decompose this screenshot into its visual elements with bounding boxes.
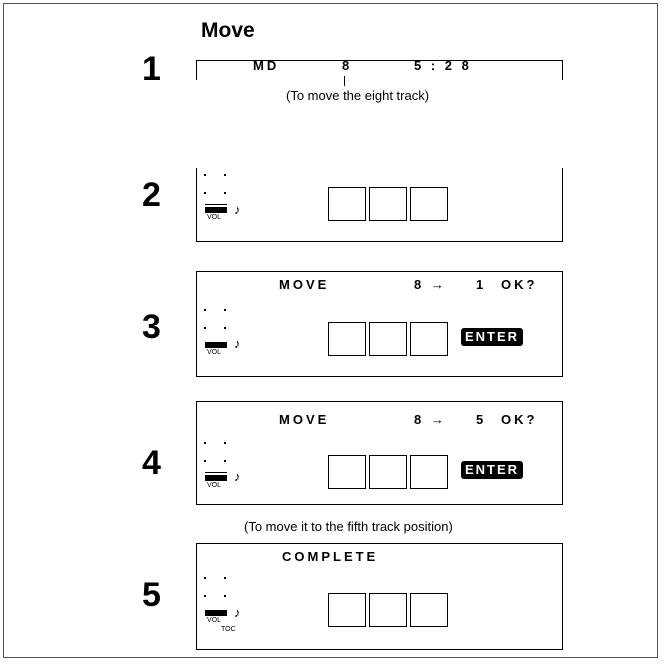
lcd-dot <box>204 460 206 462</box>
volume-line <box>205 204 227 205</box>
step-4-caption: (To move it to the fifth track position) <box>244 519 453 534</box>
track-boxes <box>328 455 452 491</box>
vol-label: VOL <box>207 482 222 489</box>
lcd-ok: OK? <box>501 277 538 292</box>
track-box <box>410 593 448 627</box>
track-box <box>369 455 407 489</box>
lcd-time: 5 : 2 8 <box>414 58 472 73</box>
lcd-track: 8 <box>342 58 353 73</box>
step-2-number: 2 <box>142 176 161 214</box>
page-title: Move <box>201 19 255 42</box>
track-box <box>410 187 448 221</box>
page-frame <box>3 3 658 658</box>
track-boxes <box>328 593 452 629</box>
lcd-dot <box>204 442 206 444</box>
enter-button: ENTER <box>461 328 524 346</box>
pointer-line <box>344 76 345 86</box>
lcd-text: MOVE <box>279 412 330 427</box>
track-box <box>328 455 366 489</box>
music-note-icon: ♪ <box>234 605 241 620</box>
step-4-display: MOVE 8 → 5 OK? VOL ♪ ENTER <box>196 401 563 505</box>
step-1-number: 1 <box>142 50 161 88</box>
step-2-display: VOL ♪ <box>196 168 563 242</box>
toc-label: TOC <box>221 626 236 633</box>
step-1-caption: (To move the eight track) <box>286 88 430 103</box>
step-3-display: MOVE 8 → 1 OK? VOL ♪ ENTER <box>196 271 563 377</box>
lcd-target: 1 <box>476 277 487 292</box>
lcd-dot <box>204 577 206 579</box>
track-box <box>369 593 407 627</box>
track-box <box>328 593 366 627</box>
lcd-dot <box>224 595 226 597</box>
volume-bar <box>205 610 227 616</box>
lcd-dot <box>204 327 206 329</box>
step-1-display: MD 8 5 : 2 8 <box>196 58 563 80</box>
lcd-move: 8 → <box>414 412 447 427</box>
lcd-dot <box>204 309 206 311</box>
track-boxes <box>328 187 452 223</box>
volume-bar <box>205 475 227 481</box>
music-note-icon: ♪ <box>234 336 241 351</box>
step-4-number: 4 <box>142 444 161 482</box>
track-box <box>328 322 366 356</box>
volume-bar <box>205 207 227 213</box>
track-boxes <box>328 322 452 358</box>
lcd-dot <box>204 595 206 597</box>
lcd-dot <box>224 309 226 311</box>
track-box <box>410 322 448 356</box>
lcd-dot <box>224 577 226 579</box>
lcd-dot <box>224 174 226 176</box>
lcd-text: COMPLETE <box>282 549 379 564</box>
lcd-dot <box>224 460 226 462</box>
lcd-target: 5 <box>476 412 487 427</box>
lcd-move: 8 → <box>414 277 447 292</box>
music-note-icon: ♪ <box>234 469 241 484</box>
volume-line <box>205 472 227 473</box>
lcd-dot <box>224 442 226 444</box>
lcd-dot <box>224 327 226 329</box>
vol-label: VOL <box>207 214 222 221</box>
lcd-ok: OK? <box>501 412 538 427</box>
enter-button: ENTER <box>461 461 524 479</box>
volume-bar <box>205 342 227 348</box>
lcd-mode: MD <box>253 58 280 73</box>
music-note-icon: ♪ <box>234 202 241 217</box>
vol-label: VOL <box>207 617 222 624</box>
lcd-dot <box>204 174 206 176</box>
step-3-number: 3 <box>142 308 161 346</box>
step-5-number: 5 <box>142 576 161 614</box>
track-box <box>369 187 407 221</box>
lcd-text: MOVE <box>279 277 330 292</box>
step-5-display: COMPLETE VOL TOC ♪ <box>196 543 563 650</box>
track-box <box>328 187 366 221</box>
lcd-dot <box>224 192 226 194</box>
lcd-dot <box>204 192 206 194</box>
track-box <box>369 322 407 356</box>
vol-label: VOL <box>207 349 222 356</box>
track-box <box>410 455 448 489</box>
